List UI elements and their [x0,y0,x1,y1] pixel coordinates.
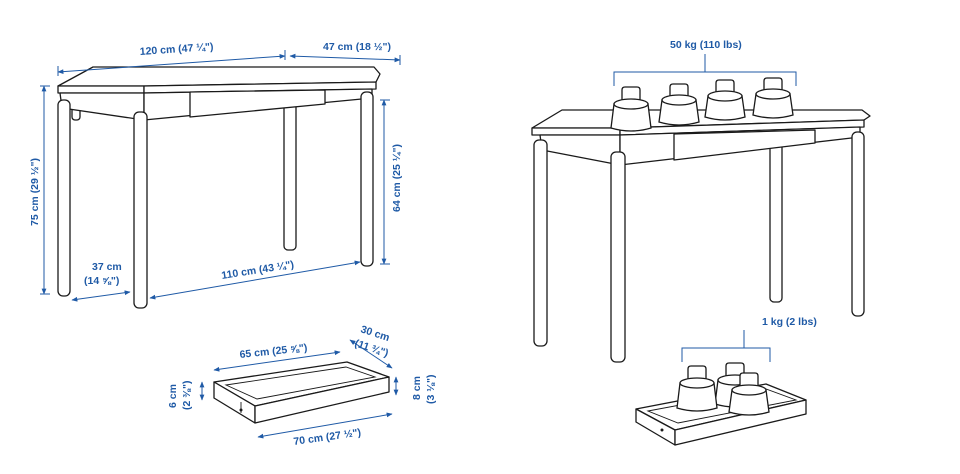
desk-right-front-leg-right [851,131,865,317]
weight-2 [658,83,700,126]
label-under-height: 64 cm (25 ¼") [391,144,403,212]
drawer-inner-floor [224,366,377,400]
label-drawer-inner-height-cm: 6 cm [167,384,179,408]
tabletop-load-weights [610,77,794,132]
label-drawer-outer-height-in: (3 ⅛") [425,375,437,405]
desk-right-front-leg-left [533,139,548,347]
weight-1 [610,86,652,132]
label-drawer-outer-width: 70 cm (27 ½") [293,427,362,448]
drawer-drawing-left [213,361,390,424]
drawer-weight-3 [728,372,770,416]
desk-drawing-left [57,66,381,309]
label-drawer-inner-height-in: (2 ⅜") [181,381,193,411]
drawer-weight-2 [676,365,718,412]
desk-dimensions: 120 cm (47 ¼") 47 cm (18 ½") 75 cm (29 ½… [29,41,403,302]
desk-front-leg-left [57,99,71,297]
label-leg-depth-cm: 37 cm [92,261,122,273]
desk-right-apron-left [539,134,621,166]
desk-drawing-right [531,109,871,363]
desk-right-drawer-front [673,129,816,161]
desk-top-front-edge [57,85,145,94]
weight-3 [704,79,746,121]
desk-right-top-front [531,127,621,136]
drawer-load-weights [676,362,770,416]
desk-top-right-edge [143,81,377,94]
desk-front-leg-right [360,91,374,267]
label-desk-height: 75 cm (29 ½") [29,158,41,226]
desk-right-front-leg-center [610,151,626,363]
desk-drawer-front [189,89,326,118]
label-desk-depth: 47 cm (18 ½") [323,41,391,53]
drawer-load-bracket: 1 kg (2 lbs) [681,316,817,362]
label-tabletop-load: 50 kg (110 lbs) [670,39,742,51]
desk-back-leg-right [283,99,297,251]
label-drawer-outer-height-cm: 8 cm [411,376,423,400]
label-desk-width: 120 cm (47 ¼") [139,41,214,58]
weight-4 [752,77,794,119]
desk-front-leg-center [133,111,148,309]
label-drawer-load: 1 kg (2 lbs) [762,316,817,328]
label-leg-depth-in: (14 ⅝") [84,275,119,287]
desk-right-top-side [619,119,865,136]
desk-right-back-leg [769,139,783,303]
label-leg-width: 110 cm (43 ¼") [221,259,295,282]
drawer-side-panel [254,376,390,424]
tabletop-load-bracket: 50 kg (110 lbs) [613,39,797,86]
